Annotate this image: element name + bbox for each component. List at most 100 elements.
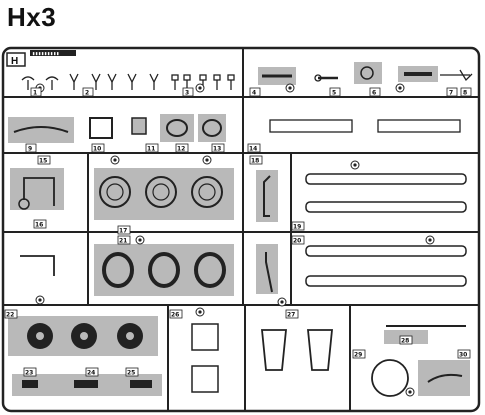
svg-text:1: 1 — [33, 90, 37, 97]
part-12 — [166, 119, 188, 137]
svg-text:19: 19 — [293, 224, 301, 231]
sprue-title: Hx3 — [7, 2, 57, 32]
part-label-26: 26 — [169, 309, 183, 319]
svg-text:7: 7 — [449, 90, 453, 97]
parts-row1-right — [262, 69, 473, 82]
svg-text:18: 18 — [251, 158, 259, 165]
sprue-runners — [3, 48, 479, 411]
part-label-15: 15 — [37, 155, 51, 165]
part-15-shade — [10, 168, 64, 210]
part-18a — [263, 175, 271, 217]
part-label-14: 14 — [247, 143, 261, 153]
svg-text:10: 10 — [93, 146, 101, 153]
part-11 — [131, 117, 147, 135]
part-label-29: 29 — [352, 349, 366, 359]
part-label-16: 16 — [33, 219, 47, 229]
svg-text:8: 8 — [463, 90, 467, 97]
brand-text: ▮▮▮▮▮▮▮▮▮ — [32, 51, 59, 57]
part-label-22: 22 — [4, 309, 18, 319]
svg-text:5: 5 — [332, 90, 336, 97]
part-21-shade — [94, 244, 234, 296]
sprue-frame — [1, 46, 481, 413]
svg-text:13: 13 — [213, 146, 221, 153]
part-27 — [261, 329, 333, 371]
svg-text:14: 14 — [249, 146, 257, 153]
part-22-hub-centers — [36, 332, 134, 340]
svg-text:9: 9 — [28, 146, 32, 153]
part-10 — [89, 117, 113, 139]
part-label-12: 12 — [175, 143, 189, 153]
svg-text:30: 30 — [459, 352, 467, 359]
part-label-13: 13 — [211, 143, 225, 153]
svg-text:28: 28 — [401, 338, 409, 345]
part-label-7: 7 — [446, 87, 458, 97]
svg-text:26: 26 — [171, 312, 179, 319]
part-label-3: 3 — [182, 87, 194, 97]
parts-23-25 — [22, 380, 152, 388]
part-label-28: 28 — [399, 335, 413, 345]
part-18b — [265, 252, 273, 293]
sprue-letter: H — [11, 56, 18, 67]
svg-text:6: 6 — [372, 90, 376, 97]
part-17-wheels — [99, 176, 223, 208]
svg-text:27: 27 — [287, 312, 295, 319]
part-label-8: 8 — [460, 87, 472, 97]
part-13 — [202, 119, 222, 137]
part-17-shade — [94, 168, 234, 220]
part-20-rods — [305, 245, 467, 287]
svg-text:15: 15 — [39, 158, 47, 165]
part-label-25: 25 — [125, 367, 139, 377]
part-label-2: 2 — [82, 87, 94, 97]
part-26 — [191, 323, 219, 393]
part-label-4: 4 — [249, 87, 261, 97]
part-label-11: 11 — [145, 143, 159, 153]
part-6-shade — [354, 62, 382, 84]
svg-text:24: 24 — [87, 370, 95, 377]
part-label-21: 21 — [117, 235, 131, 245]
svg-text:17: 17 — [119, 228, 127, 235]
part-6 — [360, 66, 374, 80]
svg-text:25: 25 — [127, 370, 135, 377]
svg-text:21: 21 — [119, 238, 127, 245]
part-label-1: 1 — [30, 87, 42, 97]
part-21-tires — [102, 252, 226, 288]
part-label-10: 10 — [91, 143, 105, 153]
svg-text:2: 2 — [85, 90, 89, 97]
part-15 — [23, 177, 55, 206]
part-label-6: 6 — [369, 87, 381, 97]
part-label-23: 23 — [23, 367, 37, 377]
part-9 — [13, 126, 69, 133]
part-19-rods — [305, 173, 467, 213]
part-label-18: 18 — [249, 155, 263, 165]
part-label-17: 17 — [117, 225, 131, 235]
part-label-5: 5 — [329, 87, 341, 97]
part-label-20: 20 — [291, 235, 305, 245]
part-15-ring — [18, 198, 30, 210]
part-18a-shade — [256, 170, 278, 222]
svg-text:23: 23 — [25, 370, 33, 377]
part-label-30: 30 — [457, 349, 471, 359]
sprue-letter-box — [6, 52, 26, 67]
part-label-9: 9 — [25, 143, 37, 153]
svg-text:20: 20 — [293, 238, 301, 245]
parts-row1-left — [21, 73, 235, 90]
svg-text:16: 16 — [35, 222, 43, 229]
svg-text:4: 4 — [252, 90, 256, 97]
svg-text:3: 3 — [185, 90, 189, 97]
svg-text:22: 22 — [6, 312, 14, 319]
part-29 — [371, 359, 409, 397]
part-14b — [377, 119, 461, 133]
svg-text:12: 12 — [177, 146, 185, 153]
svg-text:29: 29 — [354, 352, 362, 359]
part-number-labels: 1 2 3 4 5 6 7 8 9 10 11 12 13 14 15 16 1… — [4, 87, 472, 377]
part-7 — [404, 72, 432, 76]
brand-plate — [30, 50, 76, 56]
part-30-shade — [418, 360, 470, 396]
part-30 — [427, 373, 463, 383]
part-16 — [20, 255, 55, 276]
part-12-shade — [160, 114, 194, 142]
svg-text:11: 11 — [147, 146, 155, 153]
part-label-24: 24 — [85, 367, 99, 377]
part-14a — [269, 119, 353, 133]
